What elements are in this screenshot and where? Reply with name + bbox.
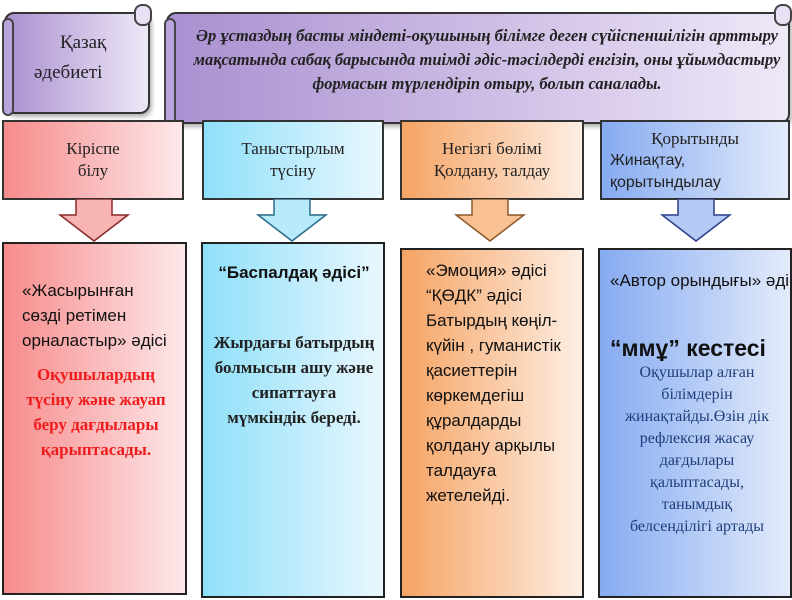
scroll-roll-left — [164, 18, 176, 126]
scroll-roll-top — [774, 4, 792, 26]
stage-subtitle: түсіну — [270, 161, 316, 180]
method-text: «Жасырынған сөзді ретімен орналастыр» әд… — [22, 281, 167, 350]
down-arrow-icon — [454, 199, 526, 242]
method-text: «Автор орындығы» әдісі — [610, 271, 792, 290]
description-text: Оқушылар алған білімдерін жинақтайды.Өзі… — [624, 364, 770, 535]
column-conclusion: «Автор орындығы» әдісі “ммұ” кестесі Оқу… — [598, 248, 792, 598]
banner-text: Әр ұстаздың басты міндеті-оқушының білім… — [193, 26, 781, 93]
stage-title: Таныстырлым — [241, 139, 345, 158]
method-text: “Баспалдақ әдісі” — [218, 263, 370, 282]
stage-title: Кіріспе — [66, 139, 120, 158]
subject-scroll: Қазақ әдебиеті — [2, 4, 152, 116]
stage-header-intro: Кіріспе білу — [2, 120, 184, 200]
stage-subtitle: Жинақтау, қорытындылау — [610, 152, 721, 191]
column-intro: «Жасырынған сөзді ретімен орналастыр» әд… — [2, 242, 187, 595]
stage-header-presentation: Таныстырлым түсіну — [202, 120, 384, 200]
subject-line1: Қазақ — [60, 32, 107, 53]
stage-subtitle: Қолдану, талдау — [433, 161, 551, 180]
table-method-text: “ммұ” кестесі — [610, 335, 766, 361]
stage-header-main: Негізгі бөлімі Қолдану, талдау — [400, 120, 584, 200]
stage-header-conclusion: Қорытынды Жинақтау, қорытындылау — [600, 120, 790, 200]
description-text: Жырдағы батырдың болмысын ашу және сипат… — [213, 333, 375, 427]
down-arrow-icon — [256, 199, 328, 242]
stage-subtitle: білу — [77, 161, 109, 180]
down-arrow-icon — [660, 199, 732, 242]
scroll-roll-left — [2, 18, 14, 116]
banner-scroll: Әр ұстаздың басты міндеті-оқушының білім… — [164, 4, 792, 126]
scroll-roll-top — [134, 4, 152, 26]
down-arrow-icon — [58, 199, 130, 242]
method-text: «Эмоция» әдісі “ҚӨДК” әдісі Батырдың көң… — [426, 261, 561, 505]
stage-title: Қорытынды — [651, 129, 739, 148]
description-text: Оқушылардың түсіну және жауап беру дағды… — [26, 365, 166, 459]
column-main: «Эмоция» әдісі “ҚӨДК” әдісі Батырдың көң… — [400, 248, 584, 598]
column-presentation: “Баспалдақ әдісі” Жырдағы батырдың болмы… — [201, 242, 385, 598]
stage-title: Негізгі бөлімі — [441, 139, 543, 158]
subject-line2: әдебиеті — [34, 62, 103, 83]
